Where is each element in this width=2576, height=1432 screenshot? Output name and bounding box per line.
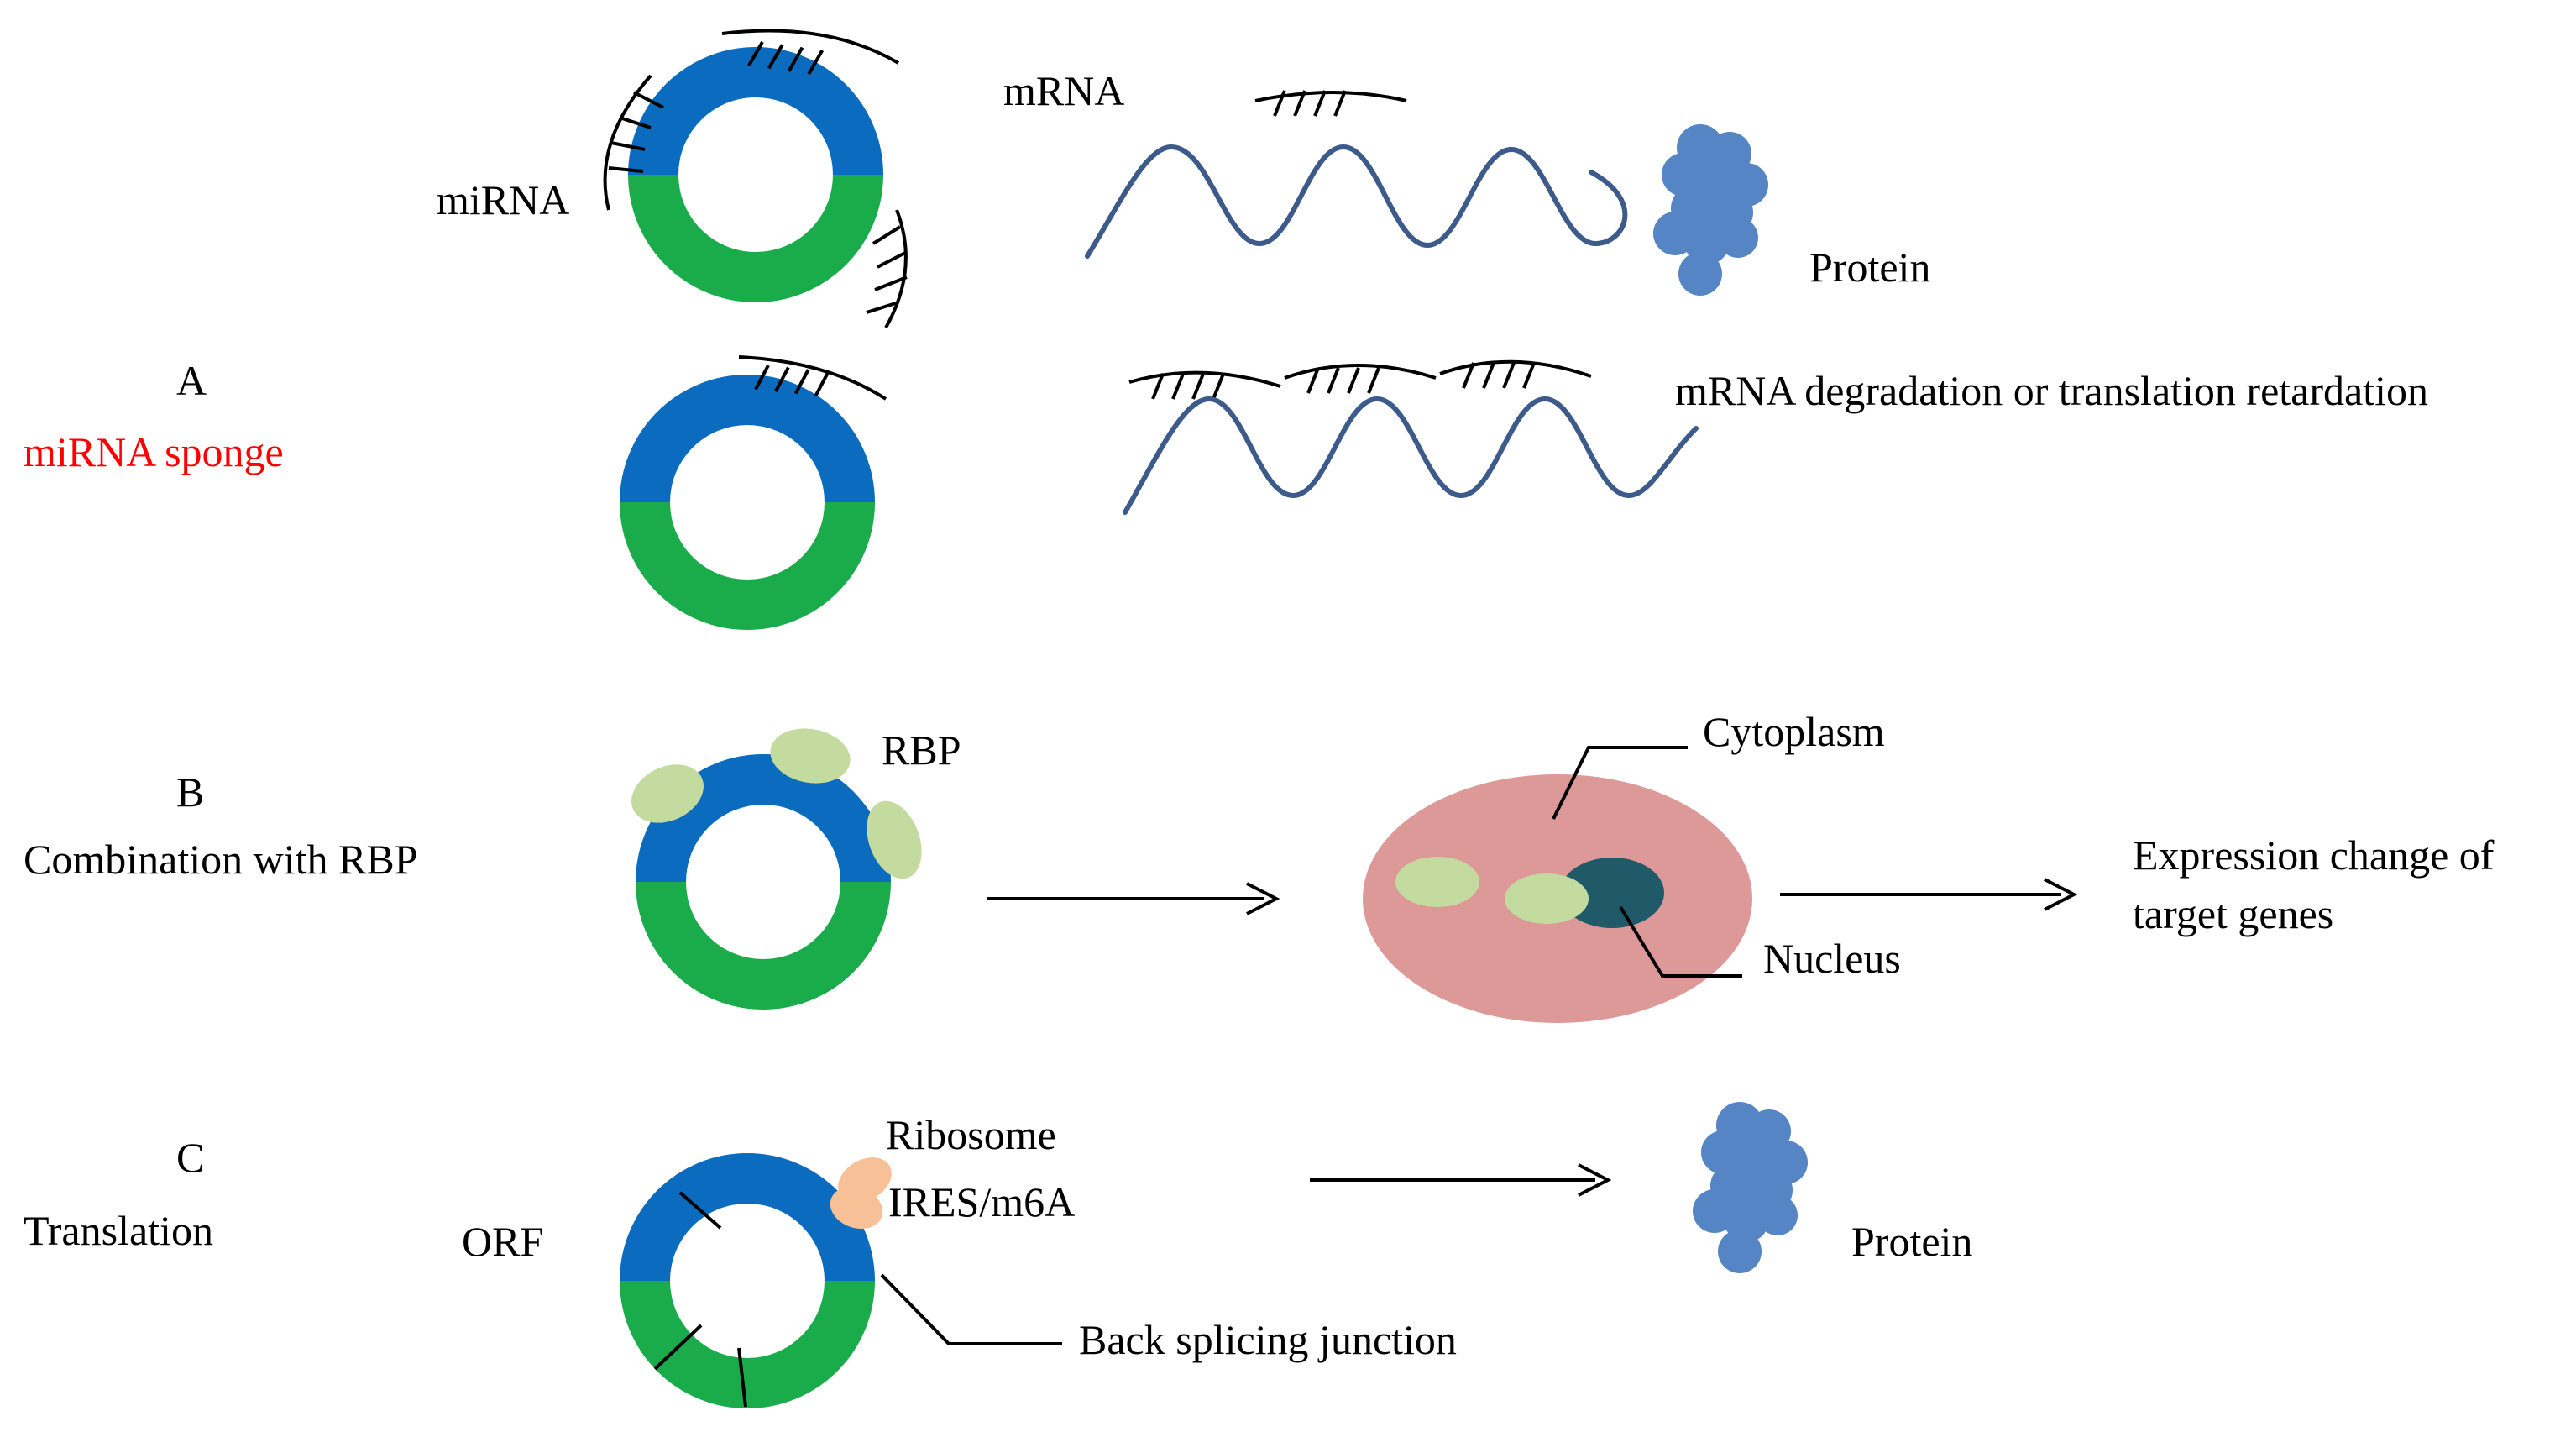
protein-label-a: Protein [1809,244,1930,291]
nucleus-pointer [1619,905,1742,978]
panel-b-title: Combination with RBP [24,836,418,883]
panel-a-letter: A [176,357,207,404]
arrow-b2-head [2044,878,2078,911]
panel-a: A miRNA sponge miRNA mRNA [24,29,2428,630]
panel-b: B Combination with RBP RBP Cytoplasm Nuc… [24,708,2495,1023]
mirna-bound-a2 [738,355,887,401]
panel-c-title: Translation [24,1207,213,1254]
mrna-wave-a2 [1123,396,1699,515]
panel-b-letter: B [176,768,204,816]
nucleus-label: Nucleus [1763,935,1901,982]
panel-a-title: miRNA sponge [24,428,284,475]
circrna-c [620,1153,875,1408]
ribosome-label: Ribosome [886,1111,1056,1158]
mirna-label: miRNA [437,176,569,223]
mirna-free [1254,89,1407,118]
protein-a [1653,124,1768,296]
arrow-c-head [1578,1163,1612,1197]
mirna-bound-a1 [603,29,908,328]
cytoplasm-label: Cytoplasm [1703,708,1885,755]
cytoplasm-pointer [1552,746,1688,820]
panel-c: C Translation ORF Ribosome IRES/m6A Back… [24,1102,1972,1408]
outcome-b-line1: Expression change of [2133,831,2495,879]
ribosome [830,1157,892,1230]
mirna-on-mrna [1128,359,1592,401]
rbp-bound [631,728,922,879]
protein-label-c: Protein [1851,1218,1972,1265]
circrna-a2 [620,375,875,630]
outcome-b-line2: target genes [2133,890,2333,937]
outcome-a: mRNA degradation or translation retardat… [1675,367,2428,414]
mrna-label: mRNA [1003,67,1124,114]
circrna-a1 [628,47,883,302]
orf-marks [653,1191,747,1408]
panel-c-letter: C [176,1134,204,1181]
protein-c [1693,1102,1808,1273]
junction-label: Back splicing junction [1079,1316,1457,1363]
arrow-b1-head [1246,882,1280,915]
rbp-label: RBP [882,726,961,774]
orf-label: ORF [462,1218,543,1265]
mrna-wave-a1 [1085,144,1628,259]
ires-label: IRES/m6A [888,1178,1075,1225]
junction-pointer [880,1273,1062,1345]
